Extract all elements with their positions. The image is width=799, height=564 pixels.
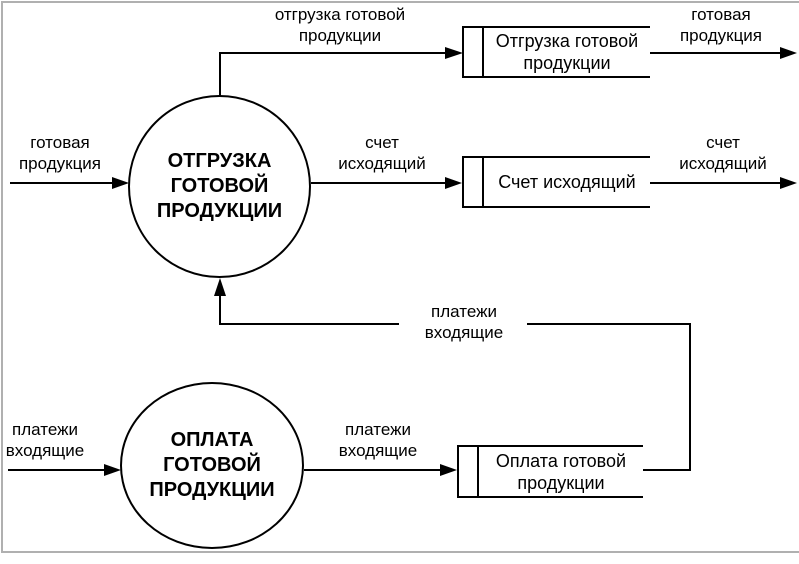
flow-label-invoice-out: счет исходящий (679, 133, 767, 173)
flow-label-payments-in: платежи входящие (5, 420, 85, 460)
store-label: Оплата готовой продукции (495, 450, 627, 493)
diagram-frame (1, 1, 799, 553)
data-store-payment: Оплата готовой продукции (457, 445, 643, 498)
flow-line-payments-feedback-right (527, 323, 691, 471)
store-id-cell (464, 28, 484, 76)
flow-label-finished-goods-in: готовая продукция (18, 133, 102, 173)
data-store-outgoing-invoice: Счет исходящий (462, 156, 650, 208)
flow-line-shipment-to-store (219, 52, 446, 97)
store-id-cell (459, 447, 479, 496)
flow-label-shipment-to-store: отгрузка готовой продукции (274, 5, 406, 45)
arrowhead-payments-in (104, 464, 121, 476)
arrowhead-payments-to-store (440, 464, 457, 476)
arrowhead-finished-goods-out (780, 47, 797, 59)
process-label: ОТГРУЗКА ГОТОВОЙ ПРОДУКЦИИ (156, 150, 283, 222)
data-store-shipment: Отгрузка готовой продукции (462, 26, 650, 78)
flow-label-payments-to-store: платежи входящие (338, 420, 418, 460)
process-payment-for-finished-goods: ОПЛАТА ГОТОВОЙ ПРОДУКЦИИ (120, 382, 304, 549)
flow-label-payments-feedback: платежи входящие (424, 302, 504, 342)
flow-line-payments-feedback-left (219, 296, 399, 325)
store-label: Отгрузка готовой продукции (495, 31, 639, 73)
store-label: Счет исходящий (498, 172, 636, 192)
process-label: ОПЛАТА ГОТОВОЙ ПРОДУКЦИИ (149, 429, 275, 501)
arrowhead-invoice-to-store (445, 177, 462, 189)
arrowhead-finished-goods-in (112, 177, 129, 189)
arrowhead-invoice-out (780, 177, 797, 189)
store-id-cell (464, 158, 484, 206)
flow-label-invoice-to-store: счет исходящий (338, 133, 426, 173)
flow-label-finished-goods-out: готовая продукция (679, 5, 763, 45)
process-shipment-of-finished-goods: ОТГРУЗКА ГОТОВОЙ ПРОДУКЦИИ (128, 95, 311, 278)
arrowhead-shipment-to-store (445, 47, 463, 59)
arrowhead-payments-feedback (214, 278, 226, 296)
